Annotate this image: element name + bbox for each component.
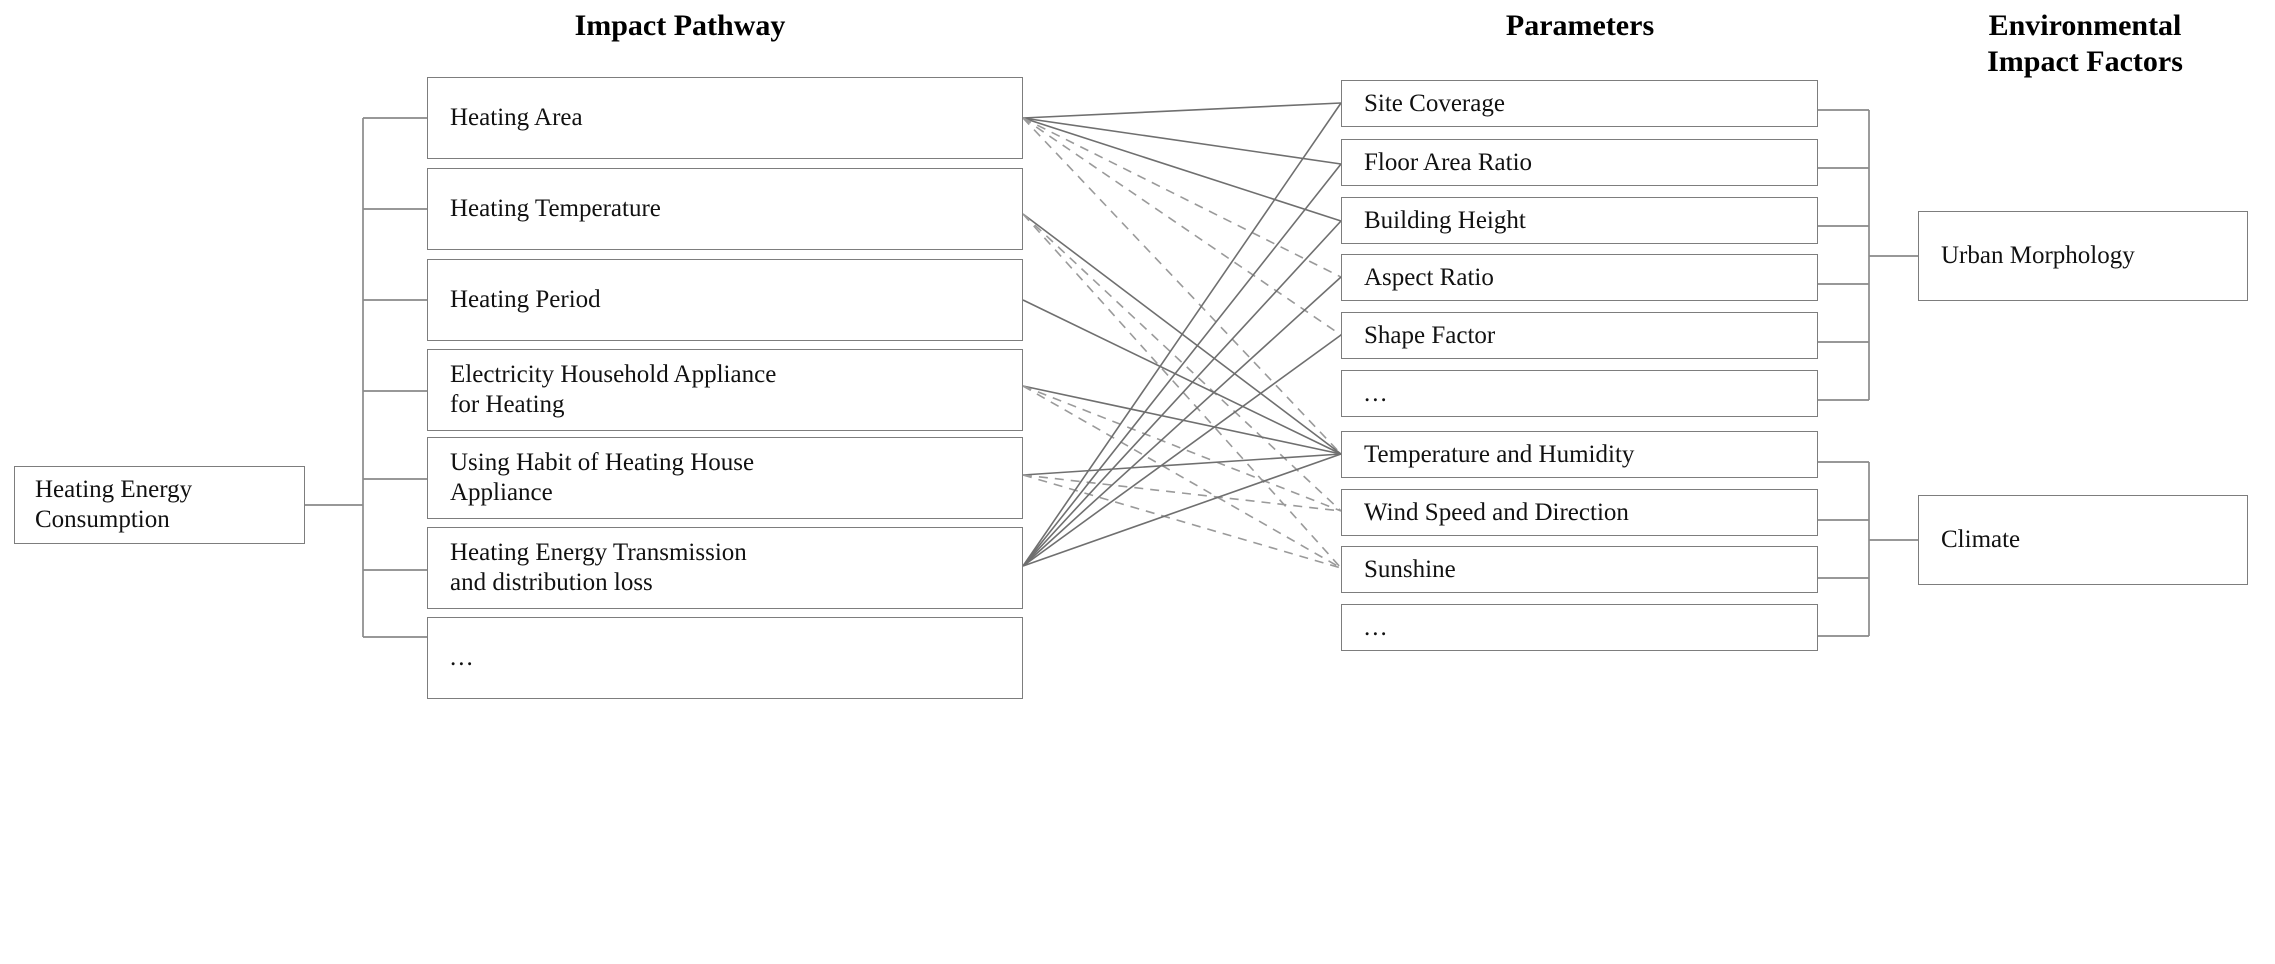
node-climate[interactable]: Climate — [1918, 495, 2248, 585]
node-label: ... — [450, 644, 475, 671]
parameters-to-climate-bus — [1818, 461, 1918, 637]
node-shape-factor[interactable]: Shape Factor — [1341, 312, 1818, 359]
links-from-electricity-household-appliance — [1022, 385, 1342, 569]
node-heating-temperature[interactable]: Heating Temperature — [427, 168, 1023, 250]
node-site-coverage[interactable]: Site Coverage — [1341, 80, 1818, 127]
node-label: Temperature and Humidity — [1364, 440, 1635, 468]
column-header-impact-pathway: Impact Pathway — [574, 9, 786, 42]
node-urban-morphology-parameters-ellipsis[interactable]: ... — [1341, 370, 1818, 417]
node-label: Heating Energy Transmission and distribu… — [450, 539, 747, 596]
links-from-heating-period — [1022, 299, 1342, 455]
node-building-height[interactable]: Building Height — [1341, 197, 1818, 244]
column-header-parameters: Parameters — [1505, 9, 1655, 42]
parameters-to-urban-morphology-bus — [1818, 109, 1918, 401]
node-label: Heating Area — [450, 104, 583, 131]
node-sunshine[interactable]: Sunshine — [1341, 546, 1818, 593]
node-impact-pathway-ellipsis[interactable]: ... — [427, 617, 1023, 699]
node-label: Sunshine — [1364, 555, 1456, 583]
node-label: Climate — [1941, 526, 2021, 553]
node-label: ... — [1364, 613, 1389, 641]
root-to-pathway-bus — [305, 117, 427, 638]
node-label: Urban Morphology — [1941, 242, 2135, 269]
node-label: Electricity Household Appliance for Heat… — [450, 361, 777, 418]
column-header-environmental-impact-factors: Environmental Impact Factors — [1987, 9, 2183, 78]
links-from-heating-area — [1022, 102, 1342, 455]
links-from-heating-energy-transmission — [1022, 102, 1342, 567]
node-heating-period[interactable]: Heating Period — [427, 259, 1023, 341]
node-urban-morphology[interactable]: Urban Morphology — [1918, 211, 2248, 301]
node-label: Heating Temperature — [450, 195, 661, 222]
node-climate-parameters-ellipsis[interactable]: ... — [1341, 604, 1818, 651]
node-label: Shape Factor — [1364, 321, 1496, 349]
node-label: Building Height — [1364, 206, 1526, 234]
node-heating-area[interactable]: Heating Area — [427, 77, 1023, 159]
node-aspect-ratio[interactable]: Aspect Ratio — [1341, 254, 1818, 301]
node-temperature-and-humidity[interactable]: Temperature and Humidity — [1341, 431, 1818, 478]
node-floor-area-ratio[interactable]: Floor Area Ratio — [1341, 139, 1818, 186]
node-label: Using Habit of Heating House Appliance — [450, 449, 755, 506]
node-wind-speed-and-direction[interactable]: Wind Speed and Direction — [1341, 489, 1818, 536]
node-label: Floor Area Ratio — [1364, 148, 1533, 176]
node-electricity-household-appliance-for-heating[interactable]: Electricity Household Appliance for Heat… — [427, 349, 1023, 431]
node-label: Site Coverage — [1364, 89, 1505, 117]
node-using-habit-of-heating-house-appliance[interactable]: Using Habit of Heating House Appliance — [427, 437, 1023, 519]
node-label: Heating Period — [450, 286, 601, 313]
node-label: Aspect Ratio — [1364, 263, 1494, 291]
node-label: Wind Speed and Direction — [1364, 498, 1629, 526]
links-from-using-habit — [1022, 453, 1342, 569]
node-heating-energy-transmission-and-distribution-loss[interactable]: Heating Energy Transmission and distribu… — [427, 527, 1023, 609]
node-label: Heating Energy Consumption — [35, 476, 193, 533]
node-label: ... — [1364, 379, 1389, 407]
node-heating-energy-consumption[interactable]: Heating Energy Consumption — [14, 466, 305, 544]
links-from-heating-temperature — [1022, 213, 1342, 569]
